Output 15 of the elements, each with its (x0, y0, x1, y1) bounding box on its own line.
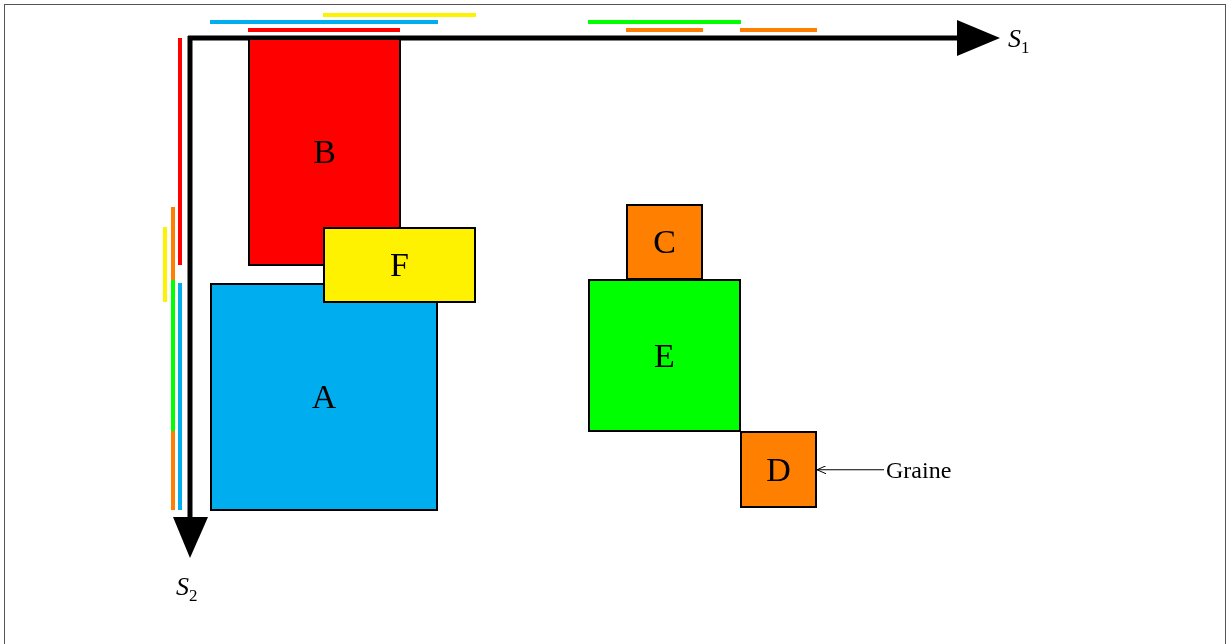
box-letter: C (653, 225, 676, 259)
rectangle-box (323, 227, 476, 303)
box-letter: D (766, 452, 791, 487)
rectangle-box (588, 279, 741, 432)
rectangle-box (210, 283, 438, 511)
axis-label: S$_{2}$ (176, 574, 198, 605)
leader-label: Graine (886, 458, 952, 482)
axis-label: S$_{1}$ (1008, 26, 1030, 57)
box-letter: A (311, 380, 337, 414)
box-letter: B (313, 135, 336, 169)
leader-arrow (816, 465, 885, 475)
rectangle-box (740, 431, 817, 508)
box-letter: F (390, 248, 409, 282)
rectangle-box (626, 204, 703, 280)
box-letter: E (654, 338, 675, 373)
